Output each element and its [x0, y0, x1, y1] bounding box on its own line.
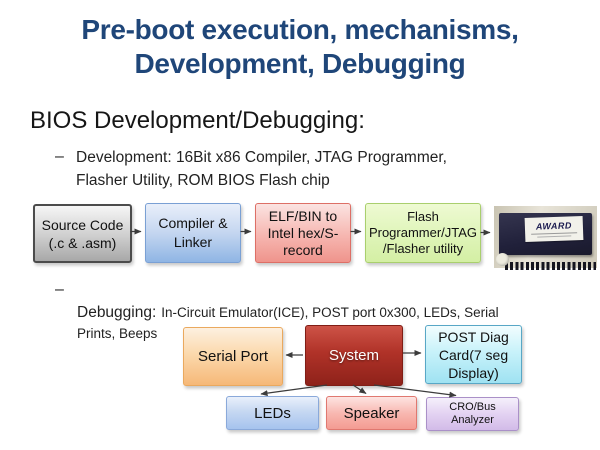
section-heading: BIOS Development/Debugging:	[30, 107, 365, 134]
arrow-system-to-cro-icon	[373, 384, 457, 398]
bullet-debugging-lead: Debugging:	[77, 304, 157, 321]
diagram-box-post-diag-card: POST Diag Card(7 seg Display)	[425, 325, 522, 384]
flow-box-elf-bin: ELF/BIN to Intel hex/S- record	[255, 203, 351, 263]
bullet-dash: –	[55, 148, 64, 165]
chip-label-line	[536, 235, 572, 238]
bullet-development: Development: 16Bit x86 Compiler, JTAG Pr…	[76, 149, 447, 189]
chip-brand-text: AWARD	[535, 220, 573, 232]
chip-label: AWARD	[524, 215, 584, 243]
flow-box-source-code: Source Code (.c & .asm)	[33, 204, 132, 263]
arrow-system-to-speaker-icon	[352, 384, 367, 395]
diagram-box-leds: LEDs	[226, 396, 319, 430]
chip-sticker	[496, 253, 509, 266]
flow-box-flash-programmer: Flash Programmer/JTAG /Flasher utility	[365, 203, 481, 263]
chip-label-line	[531, 232, 577, 235]
bullet-debugging: Debugging:In-Circuit Emulator(ICE), POST…	[77, 281, 559, 344]
diagram-box-system: System	[305, 325, 403, 386]
bullet-dash: –	[55, 281, 64, 298]
arrow-system-to-leds-icon	[260, 384, 328, 397]
diagram-box-cro-bus-analyzer: CRO/Bus Analyzer	[426, 397, 519, 431]
flow-box-compiler-linker: Compiler & Linker	[145, 203, 241, 263]
diagram-box-serial-port: Serial Port	[183, 327, 283, 386]
chip-pins	[505, 262, 596, 270]
rom-bios-chip-photo: AWARD	[494, 206, 597, 270]
bullet-debugging-rest: In-Circuit Emulator(ICE), POST port 0x30…	[77, 305, 499, 341]
diagram-box-speaker: Speaker	[326, 396, 417, 430]
slide-title: Pre-boot execution, mechanisms, Developm…	[81, 14, 519, 79]
chip-body: AWARD	[499, 213, 596, 270]
